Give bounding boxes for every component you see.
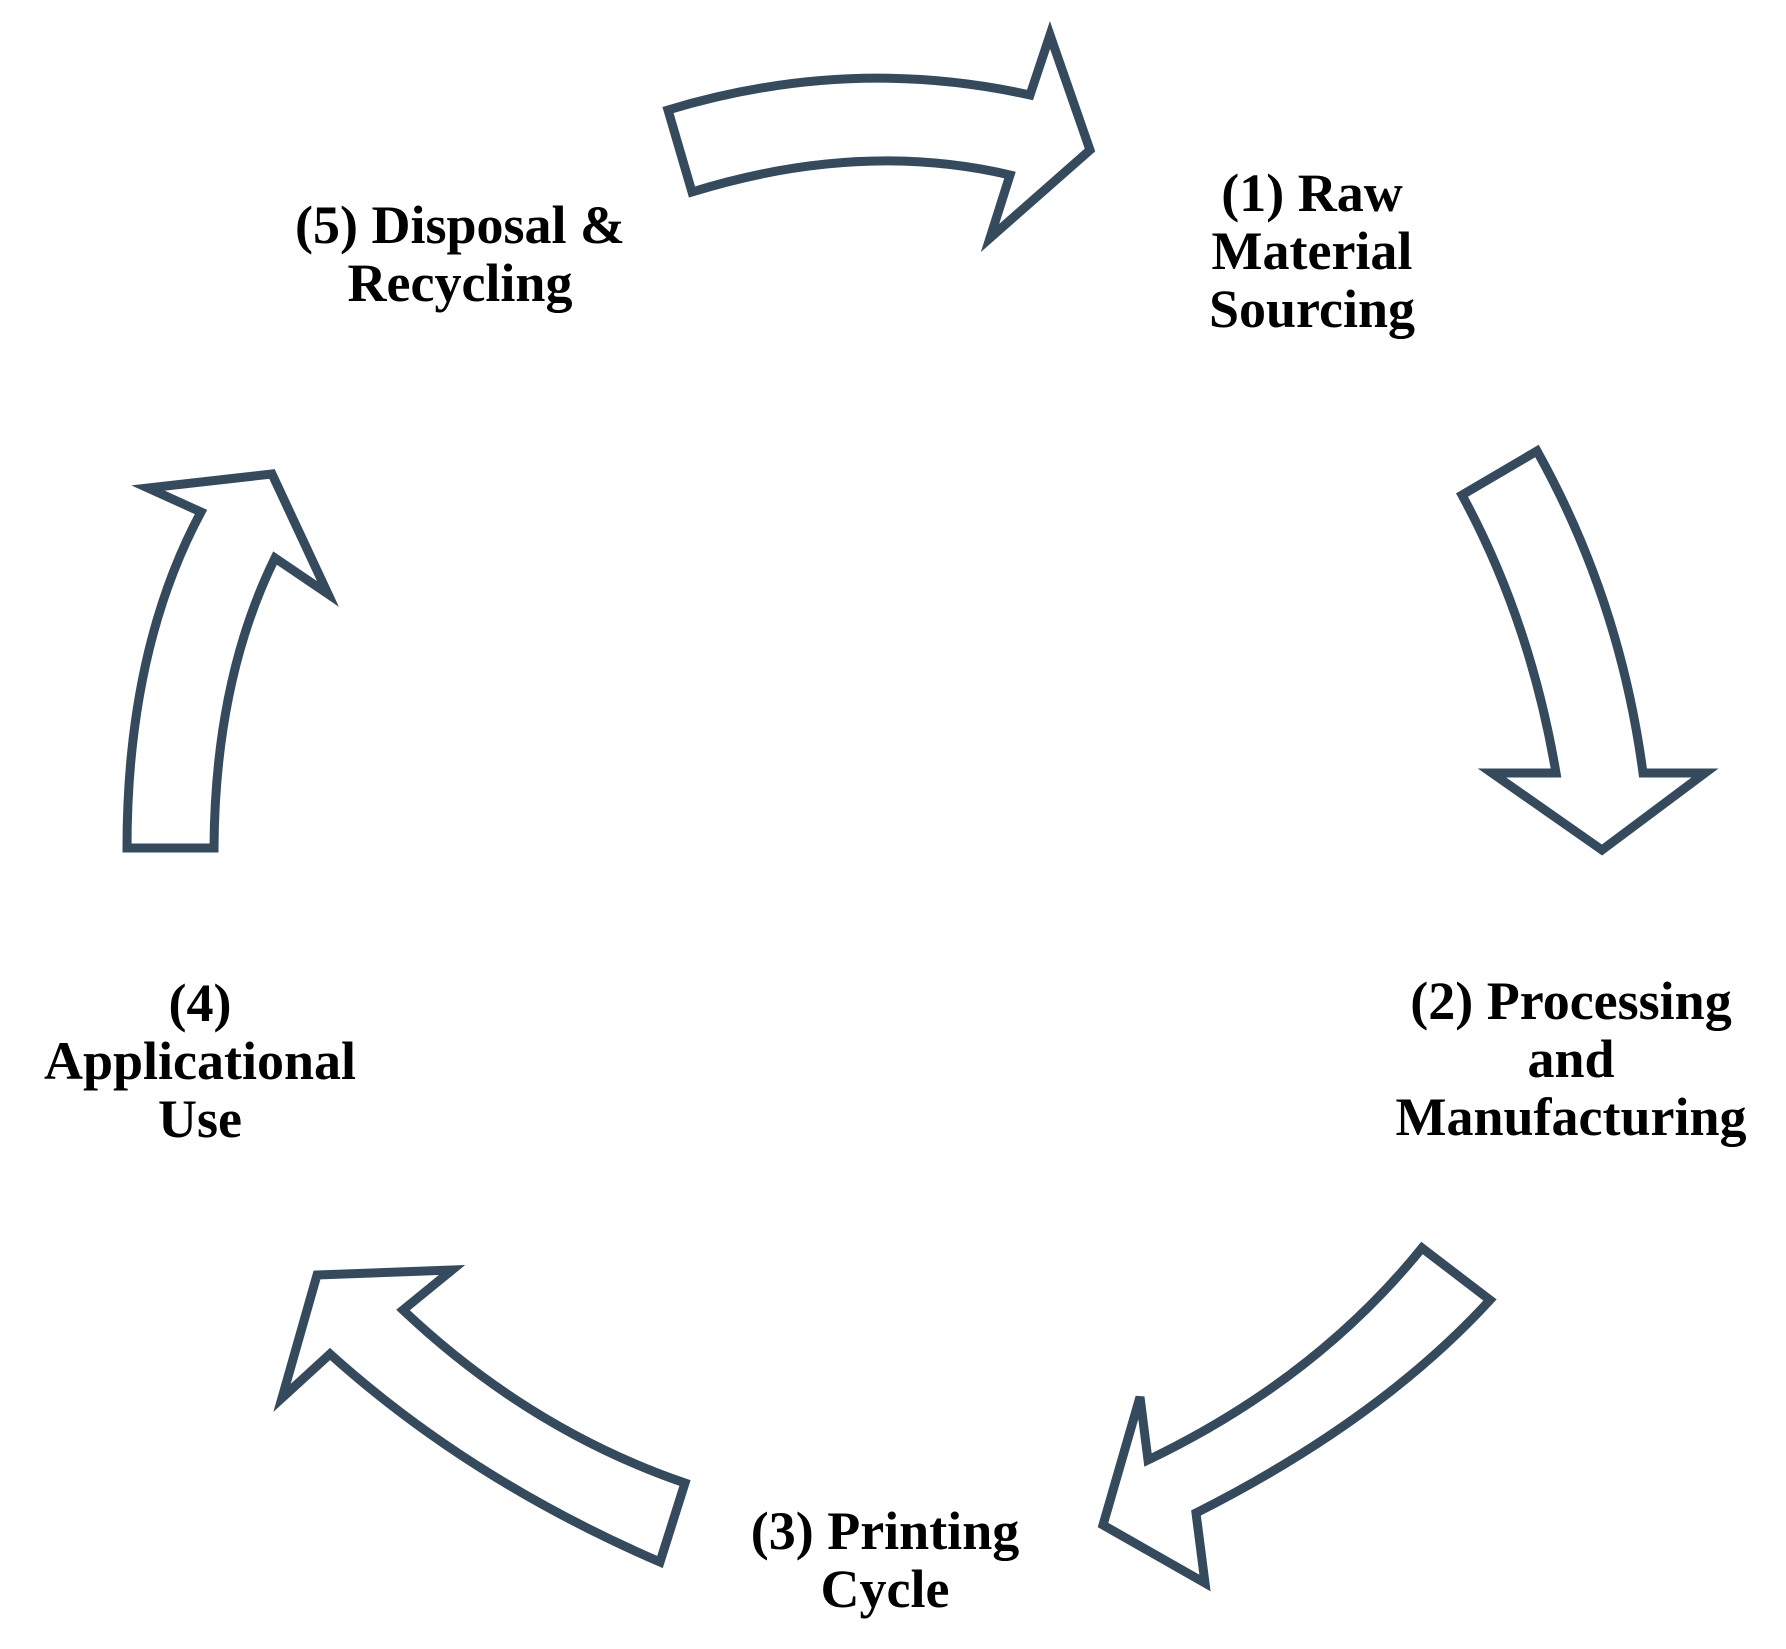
arrow-processing-to-printing bbox=[1097, 1241, 1497, 1592]
stage-label-raw-material-sourcing: (1) Raw Material Sourcing bbox=[1208, 163, 1416, 339]
stage-label-printing-cycle: (3) Printing Cycle bbox=[750, 1501, 1020, 1619]
stage-label-processing-and-manufacturing: (2) Processing and Manufacturing bbox=[1395, 971, 1747, 1147]
arrow-disposal-to-raw-material bbox=[662, 21, 1096, 253]
arrow-printing-to-applicational-use bbox=[273, 1265, 691, 1569]
arrow-applicational-use-to-disposal bbox=[122, 469, 339, 853]
stage-label-disposal-and-recycling: (5) Disposal & Recycling bbox=[294, 195, 625, 313]
arrow-raw-material-to-processing bbox=[1455, 444, 1719, 856]
stage-label-applicational-use: (4) Applicational Use bbox=[43, 973, 357, 1149]
